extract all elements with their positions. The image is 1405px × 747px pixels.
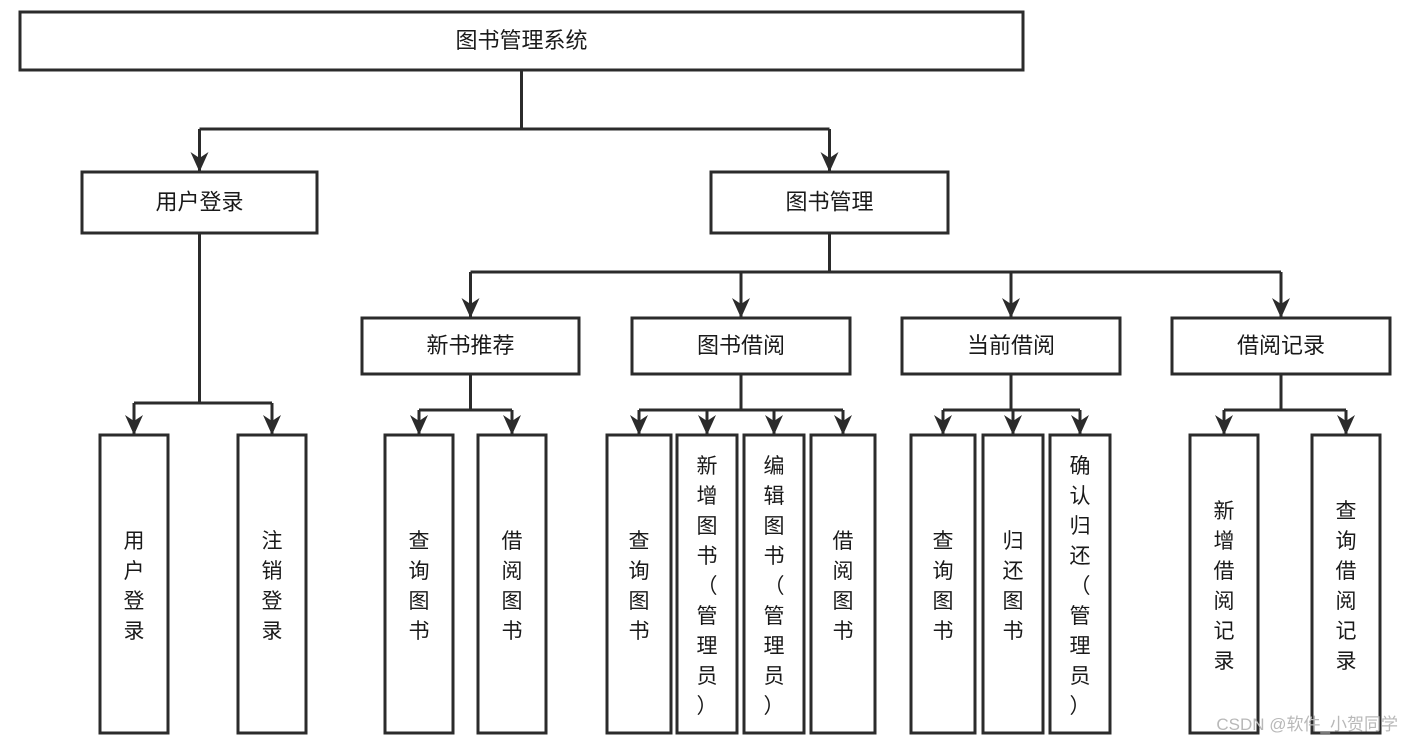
node-leaf-edit-book[interactable]: 编辑图书（管理员） [742, 433, 806, 735]
arrow-head-icon [698, 415, 716, 435]
node-leaf-query-book-3[interactable]: 查询图书 [909, 433, 977, 735]
arrow-head-icon [1215, 415, 1233, 435]
arrow-head-icon [1071, 415, 1089, 435]
node-leaf-add-book[interactable]: 新增图书（管理员） [675, 433, 739, 735]
node-level3-borrow-record[interactable]: 借阅记录 [1170, 316, 1392, 376]
node-level3-new-book-recommend-label: 新书推荐 [426, 333, 514, 358]
arrow-head-icon [732, 298, 750, 318]
node-leaf-borrow-book-1[interactable]: 借阅图书 [476, 433, 548, 735]
node-leaf-edit-book-label: 编辑图书（管理员） [764, 455, 785, 718]
node-leaf-query-book-2[interactable]: 查询图书 [605, 433, 673, 735]
node-leaf-user-logout[interactable]: 注销登录 [236, 433, 308, 735]
node-leaf-query-book-1-box[interactable] [383, 433, 455, 735]
node-level3-new-book-recommend[interactable]: 新书推荐 [360, 316, 581, 376]
arrow-head-icon [461, 298, 480, 318]
node-level2-user-login-box[interactable] [80, 170, 319, 235]
node-leaf-user-logout-label: 注销登录 [262, 530, 283, 643]
node-level2-book-manage[interactable]: 图书管理 [709, 170, 950, 235]
node-leaf-user-logout-box[interactable] [236, 433, 308, 735]
node-leaf-query-book-2-box[interactable] [605, 433, 673, 735]
node-level3-book-borrow-label: 图书借阅 [697, 333, 785, 358]
node-leaf-borrow-book-2[interactable]: 借阅图书 [809, 433, 877, 735]
node-leaf-query-record[interactable]: 查询借阅记录 [1310, 433, 1382, 735]
node-leaf-query-book-3-box[interactable] [909, 433, 977, 735]
arrow-head-icon [1272, 298, 1290, 318]
node-leaf-user-login[interactable]: 用户登录 [98, 433, 170, 735]
node-leaf-borrow-book-2-box[interactable] [809, 433, 877, 735]
node-leaf-query-book-1-label: 查询图书 [409, 530, 430, 643]
node-level2-book-manage-label: 图书管理 [785, 189, 873, 214]
node-leaf-return-book[interactable]: 归还图书 [981, 433, 1045, 735]
node-level3-borrow-record-box[interactable] [1170, 316, 1392, 376]
nodes-layer: 图书管理系统用户登录图书管理新书推荐图书借阅当前借阅借阅记录用户登录注销登录查询… [18, 10, 1392, 735]
node-level3-book-borrow-box[interactable] [630, 316, 852, 376]
node-leaf-confirm-return-label: 确认归还（管理员） [1070, 455, 1091, 718]
node-leaf-add-record-box[interactable] [1188, 433, 1260, 735]
node-root-book-management-system-box[interactable] [18, 10, 1025, 72]
node-level3-new-book-recommend-box[interactable] [360, 316, 581, 376]
node-level2-user-login[interactable]: 用户登录 [80, 170, 319, 235]
connectors-layer [125, 70, 1355, 435]
node-leaf-borrow-book-1-box[interactable] [476, 433, 548, 735]
node-leaf-query-book-3-label: 查询图书 [933, 530, 954, 643]
node-root-book-management-system[interactable]: 图书管理系统 [18, 10, 1025, 72]
node-leaf-query-book-2-label: 查询图书 [629, 530, 650, 643]
arrow-head-icon [410, 415, 428, 435]
node-leaf-add-record-label: 新增借阅记录 [1214, 500, 1235, 673]
node-leaf-add-book-box[interactable] [675, 433, 739, 735]
arrow-head-icon [190, 152, 209, 172]
node-level3-current-borrow-box[interactable] [900, 316, 1122, 376]
node-level3-current-borrow-label: 当前借阅 [967, 333, 1055, 358]
node-leaf-edit-book-box[interactable] [742, 433, 806, 735]
node-leaf-user-login-label: 用户登录 [124, 530, 145, 643]
arrow-head-icon [834, 415, 852, 435]
node-leaf-add-record[interactable]: 新增借阅记录 [1188, 433, 1260, 735]
node-leaf-borrow-book-2-label: 借阅图书 [833, 530, 854, 643]
arrow-head-icon [934, 415, 952, 435]
node-leaf-user-login-box[interactable] [98, 433, 170, 735]
node-leaf-add-book-label: 新增图书（管理员） [697, 455, 718, 718]
node-level2-book-manage-box[interactable] [709, 170, 950, 235]
arrow-head-icon [1337, 415, 1355, 435]
arrow-head-icon [820, 152, 839, 172]
node-level2-user-login-label: 用户登录 [155, 189, 243, 214]
arrow-head-icon [630, 415, 648, 435]
csdn-watermark: CSDN @软件_小贺同学 [1216, 715, 1398, 734]
node-leaf-query-record-box[interactable] [1310, 433, 1382, 735]
node-leaf-query-book-1[interactable]: 查询图书 [383, 433, 455, 735]
node-level3-book-borrow[interactable]: 图书借阅 [630, 316, 852, 376]
node-leaf-confirm-return[interactable]: 确认归还（管理员） [1048, 433, 1112, 735]
arrow-head-icon [503, 415, 521, 435]
node-leaf-confirm-return-box[interactable] [1048, 433, 1112, 735]
node-level3-current-borrow[interactable]: 当前借阅 [900, 316, 1122, 376]
node-root-book-management-system-label: 图书管理系统 [455, 28, 587, 53]
node-leaf-query-record-label: 查询借阅记录 [1336, 500, 1357, 673]
arrow-head-icon [263, 415, 281, 435]
node-leaf-return-book-box[interactable] [981, 433, 1045, 735]
arrow-head-icon [1004, 415, 1022, 435]
node-leaf-borrow-book-1-label: 借阅图书 [502, 530, 523, 643]
arrow-head-icon [765, 415, 783, 435]
node-level3-borrow-record-label: 借阅记录 [1237, 333, 1325, 358]
arrow-head-icon [1002, 298, 1020, 318]
node-leaf-return-book-label: 归还图书 [1003, 530, 1024, 643]
arrow-head-icon [125, 415, 143, 435]
